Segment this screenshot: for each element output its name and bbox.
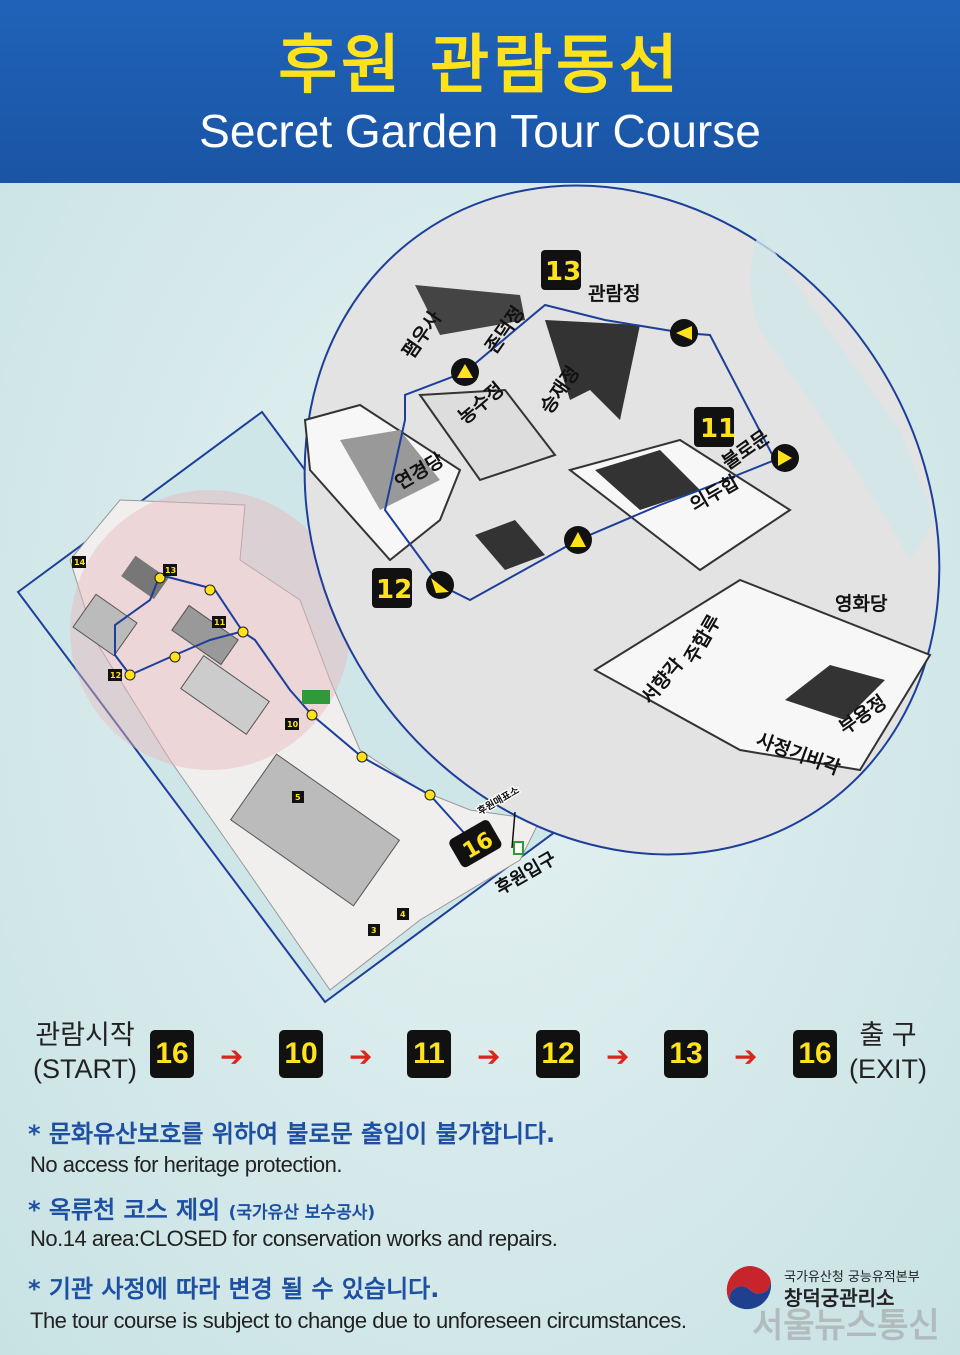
course-step: 13: [664, 1030, 708, 1078]
label-yeonghwadang: 영화당: [835, 593, 888, 615]
overview-marker: 4: [400, 910, 406, 919]
overview-marker: 10: [287, 720, 299, 729]
arrow-right-icon: ➔: [606, 1040, 630, 1073]
detail-marker-12: 12: [376, 575, 412, 605]
course-step: 11: [407, 1030, 451, 1078]
exit-label: 출 구 (EXIT): [848, 1018, 928, 1086]
bullet: *: [28, 1196, 41, 1224]
overview-marker: 13: [165, 566, 176, 575]
arrow-right-icon: ➔: [349, 1040, 373, 1073]
course-step: 16: [793, 1030, 837, 1078]
title-english: Secret Garden Tour Course: [199, 105, 761, 157]
ticket-office-pointer: [511, 811, 516, 849]
arrow-right-icon: ➔: [220, 1040, 244, 1073]
note-en: The tour course is subject to change due…: [30, 1308, 687, 1333]
overview-map: 14 13 11 12 10 5 4 3 16 후원입구: [16, 410, 569, 1004]
note-subtext: (국가유산 보수공사): [228, 1203, 376, 1223]
note-ko: * 옥류천 코스 제외 (국가유산 보수공사): [28, 1190, 375, 1225]
organization-logo: 국가유산청 궁능유적본부 창덕궁관리소 서울뉴스통신: [722, 1262, 952, 1346]
overview-marker: 14: [74, 558, 86, 567]
note-en: No access for heritage protection.: [30, 1152, 342, 1177]
route-arrow-icon: [426, 319, 799, 599]
start-label-ko: 관람시작: [35, 1020, 135, 1050]
exit-label-en: (EXIT): [849, 1054, 927, 1084]
note-ko: * 기관 사정에 따라 변경 될 수 있습니다.: [28, 1269, 439, 1304]
arrow-right-icon: ➔: [477, 1040, 501, 1073]
overview-marker: 5: [295, 793, 301, 802]
bullet: *: [28, 1120, 41, 1148]
arrow-right-icon: ➔: [734, 1040, 758, 1073]
org-name-line1: 국가유산청 궁능유적본부: [784, 1270, 920, 1285]
header-banner: 후원 관람동선 Secret Garden Tour Course: [0, 0, 960, 183]
org-name-line2: 창덕궁관리소: [784, 1286, 895, 1310]
bullet: *: [28, 1275, 41, 1303]
course-step: 10: [279, 1030, 323, 1078]
label-gwallamjeong: 관람정: [588, 283, 640, 305]
note-text: 문화유산보호를 위하여 불로문 출입이 불가합니다.: [48, 1120, 556, 1148]
note-en: No.14 area:CLOSED for conservation works…: [30, 1226, 558, 1251]
note-ko: * 문화유산보호를 위하여 불로문 출입이 불가합니다.: [28, 1114, 555, 1149]
overview-marker: 12: [110, 671, 121, 680]
detail-marker-13: 13: [545, 257, 581, 287]
watermark: 서울뉴스통신: [752, 1306, 940, 1346]
course-step: 16: [150, 1030, 194, 1078]
overview-marker: 3: [371, 926, 377, 935]
detail-marker-11: 11: [700, 414, 736, 444]
restroom-icon: [302, 690, 330, 704]
tour-map: 14 13 11 12 10 5 4 3 16 후원입구: [16, 184, 941, 1004]
title-korean: 후원 관람동선: [278, 29, 682, 103]
note-text: 기관 사정에 따라 변경 될 수 있습니다.: [48, 1275, 440, 1303]
start-label: 관람시작 (START): [30, 1018, 140, 1086]
course-step: 12: [536, 1030, 580, 1078]
taegeuk-emblem-icon: [726, 1266, 772, 1310]
ticket-office-icon: [513, 841, 524, 855]
start-label-en: (START): [33, 1054, 137, 1084]
detail-map: 13 11 12 관람정 폄우사 존덕정 승재정 농수정 연경당 불로문 의두합…: [303, 184, 941, 856]
exit-label-ko: 출 구: [859, 1020, 917, 1050]
overview-marker: 11: [214, 618, 226, 627]
note-text: 옥류천 코스 제외: [48, 1196, 221, 1224]
